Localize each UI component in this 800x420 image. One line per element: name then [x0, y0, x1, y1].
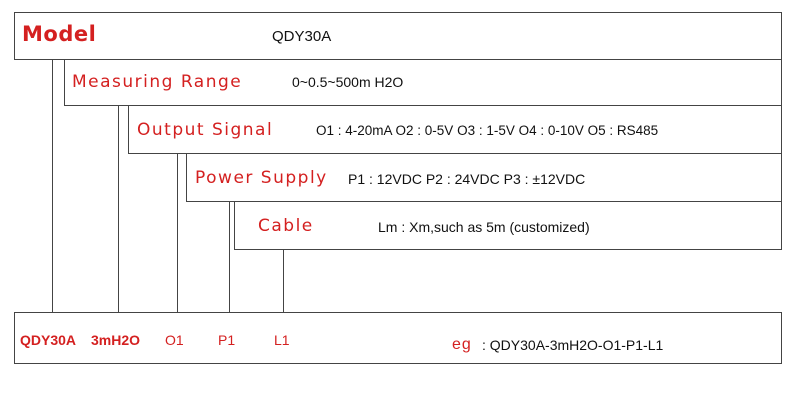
- measuring-range-value: 0~0.5~500m H2O: [292, 74, 404, 90]
- code-range: 3mH2O: [91, 332, 141, 348]
- order-code-box: [14, 312, 782, 364]
- cable-label: Cable: [258, 216, 314, 236]
- measuring-range-row: [64, 60, 782, 106]
- model-value: QDY30A: [272, 28, 332, 45]
- connector-line-cable: [283, 250, 284, 312]
- output-signal-value: O1 : 4-20mA O2 : 0-5V O3 : 1-5V O4 : 0-1…: [316, 123, 659, 138]
- code-output: O1: [165, 332, 184, 348]
- power-supply-row: [186, 154, 782, 202]
- example-label: eg: [452, 336, 472, 353]
- code-power: P1: [218, 332, 236, 348]
- model-label: Model: [22, 22, 97, 46]
- model-row: [14, 12, 782, 60]
- example-value: : QDY30A-3mH2O-O1-P1-L1: [482, 337, 664, 353]
- connector-line-range: [118, 106, 119, 312]
- output-signal-row: [128, 106, 782, 154]
- connector-line-output: [177, 154, 178, 312]
- code-cable: L1: [274, 332, 290, 348]
- power-supply-label: Power Supply: [195, 168, 328, 188]
- cable-value: Lm : Xm,such as 5m (customized): [378, 219, 590, 235]
- measuring-range-label: Measuring Range: [72, 72, 243, 92]
- connector-line-power: [229, 202, 230, 312]
- code-model: QDY30A: [20, 332, 77, 348]
- power-supply-value: P1 : 12VDC P2 : 24VDC P3 : ±12VDC: [348, 171, 586, 187]
- connector-line-model: [52, 60, 53, 312]
- cable-row: [234, 202, 782, 250]
- output-signal-label: Output Signal: [137, 120, 274, 140]
